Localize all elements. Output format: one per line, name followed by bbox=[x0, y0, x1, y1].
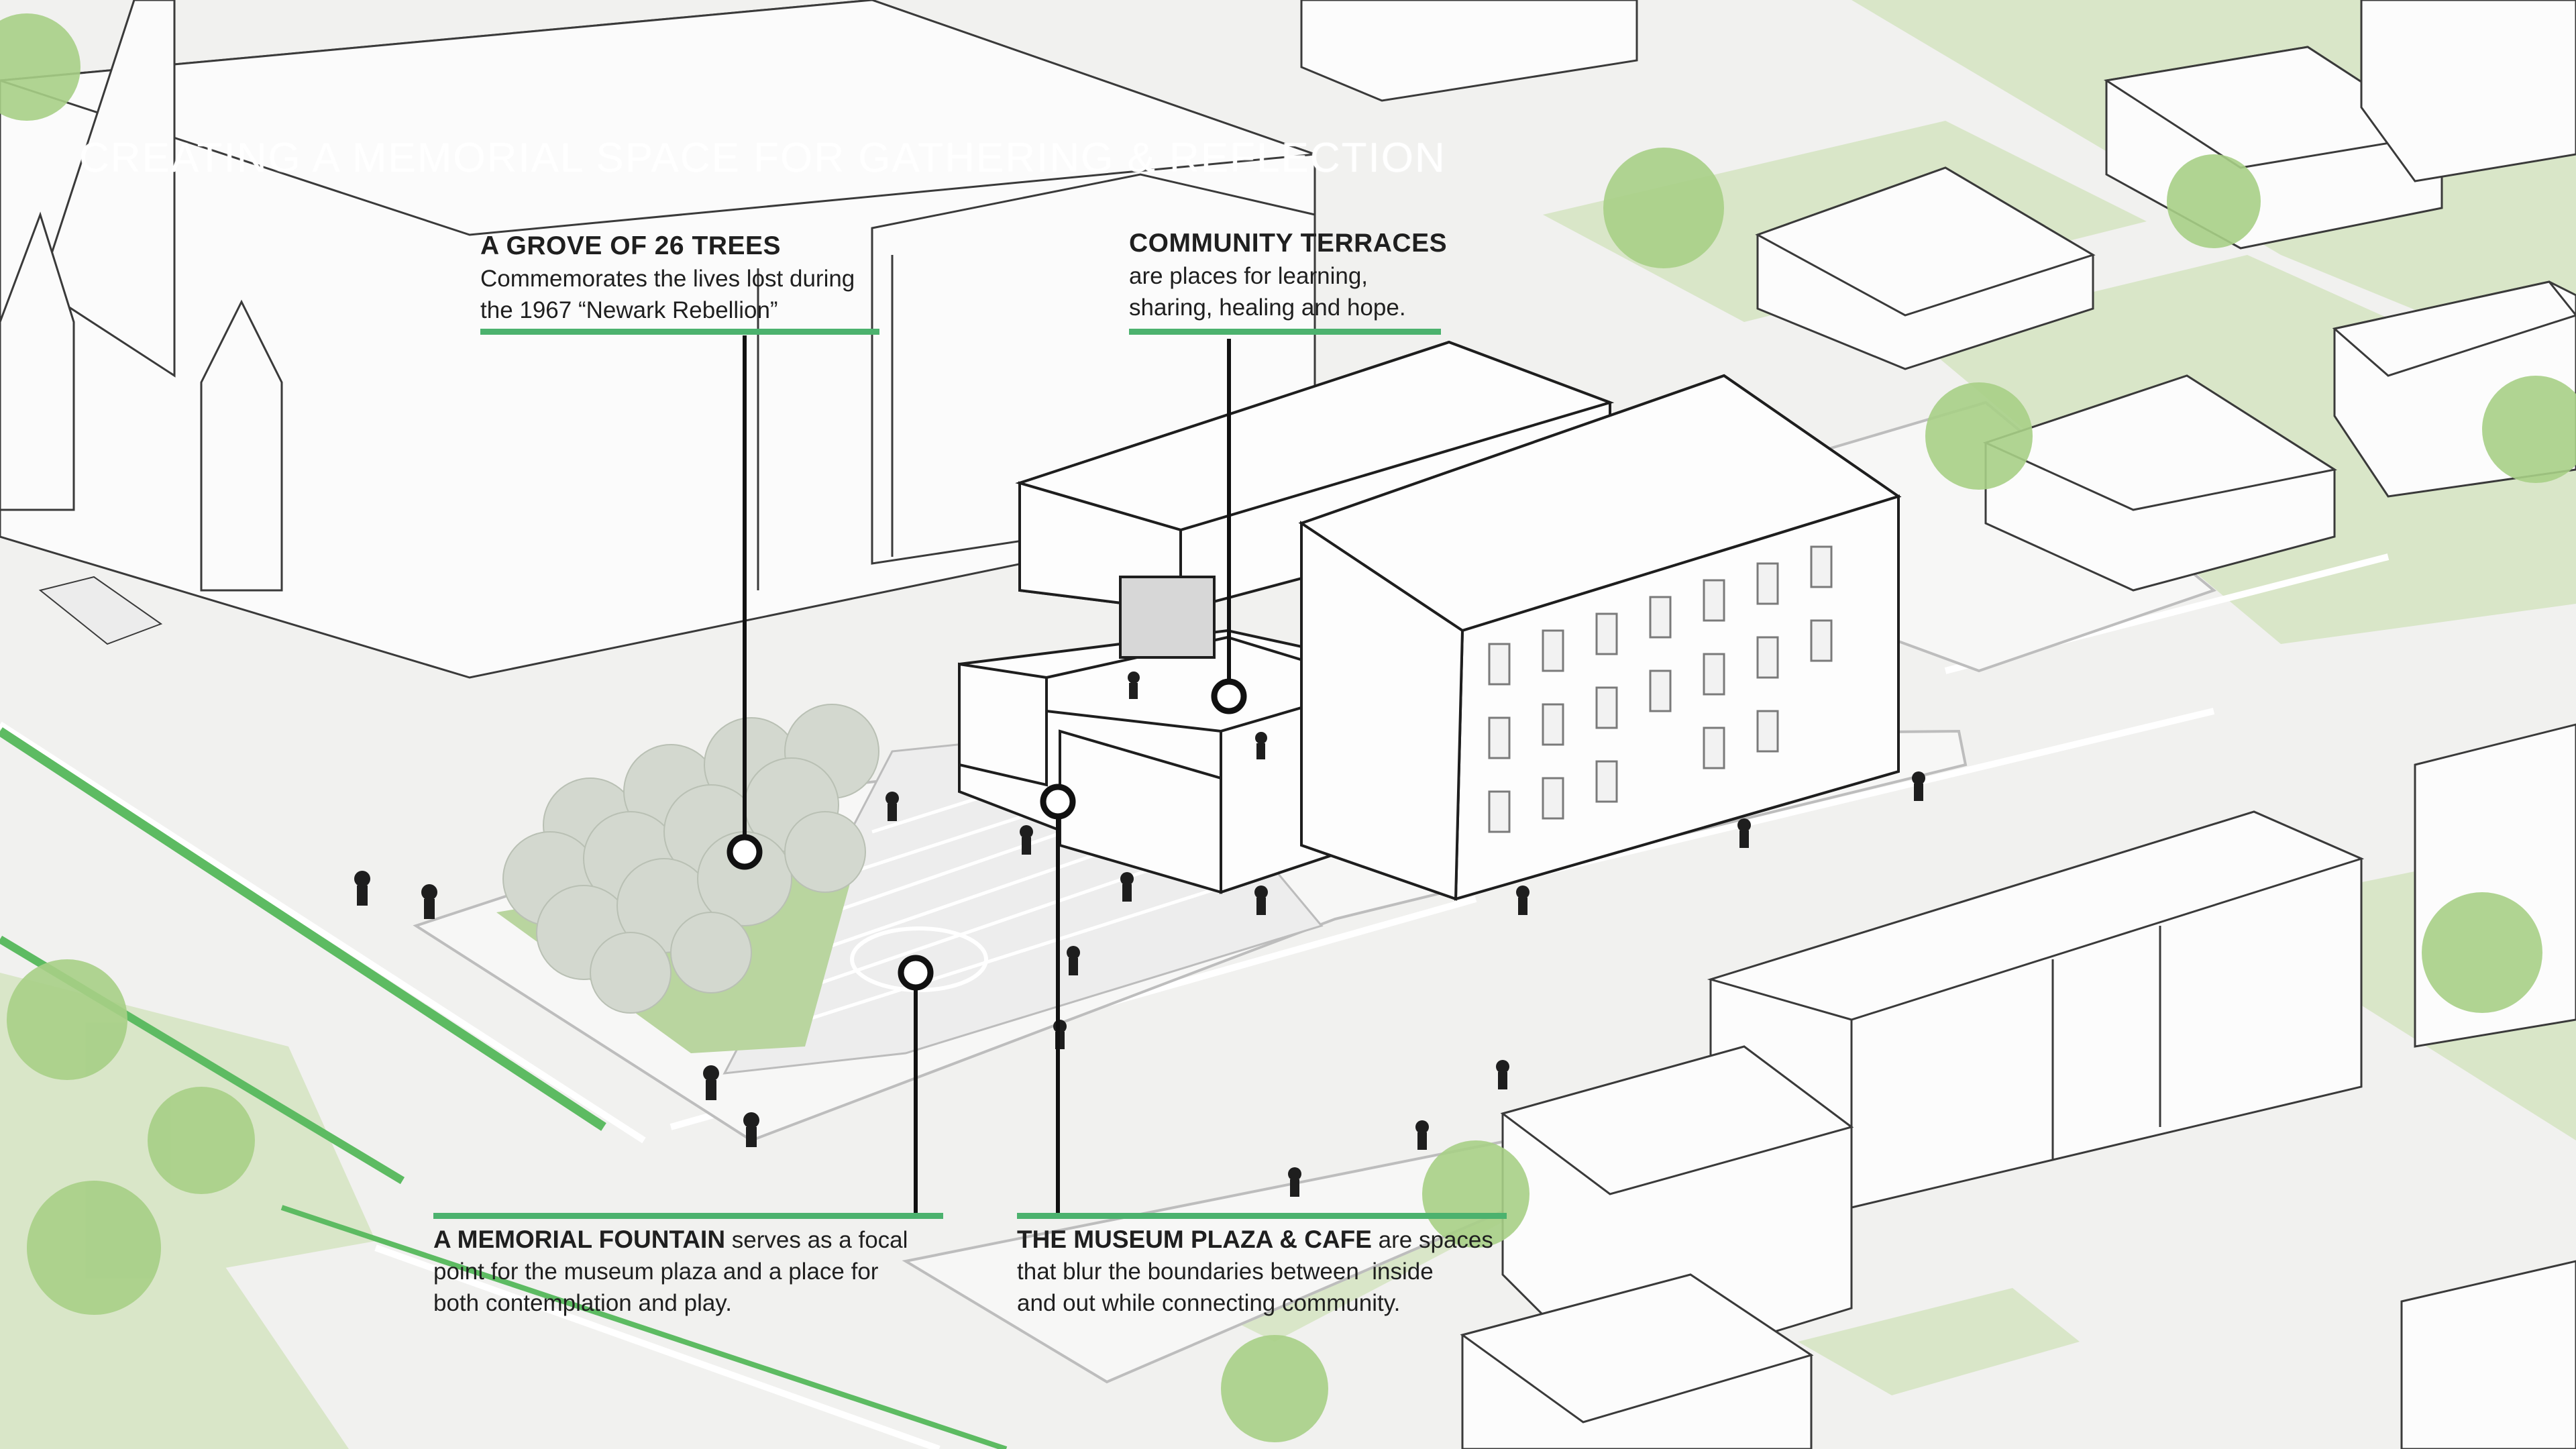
diagram-title: CREATING A MEMORIAL SPACE FOR GATHERING … bbox=[79, 135, 1446, 181]
grove-marker bbox=[727, 834, 763, 870]
callout-plaza-line2: that blur the boundaries between inside bbox=[1017, 1258, 1434, 1285]
church-steps bbox=[38, 576, 163, 645]
museum-addition bbox=[958, 340, 1615, 894]
callout-plaza-heading: THE MUSEUM PLAZA & CAFE bbox=[1017, 1226, 1372, 1253]
street-trees bbox=[0, 13, 2576, 1442]
callout-grove-rule bbox=[480, 329, 879, 335]
callout-plaza: THE MUSEUM PLAZA & CAFE are spaces that … bbox=[1017, 1224, 1493, 1319]
callout-grove: A GROVE OF 26 TREES Commemorates the liv… bbox=[480, 229, 855, 326]
plaza-marker bbox=[1040, 784, 1076, 820]
commercial-row bbox=[1460, 810, 2365, 1449]
callout-grove-line2: the 1967 “Newark Rebellion” bbox=[480, 297, 778, 323]
callout-fountain-line2: point for the museum plaza and a place f… bbox=[433, 1258, 879, 1285]
callout-fountain-rule bbox=[433, 1213, 943, 1219]
callout-terraces-line1: are places for learning, bbox=[1129, 263, 1368, 289]
callout-plaza-rule bbox=[1017, 1213, 1507, 1219]
callout-fountain-heading: A MEMORIAL FOUNTAIN bbox=[433, 1226, 726, 1253]
callout-terraces-line2: sharing, healing and hope. bbox=[1129, 294, 1406, 321]
callout-terraces: COMMUNITY TERRACES are places for learni… bbox=[1129, 227, 1447, 323]
callout-plaza-line1: THE MUSEUM PLAZA & CAFE are spaces bbox=[1017, 1224, 1493, 1256]
leader-lines bbox=[743, 335, 1231, 1214]
background-church bbox=[0, 0, 1316, 679]
people bbox=[354, 672, 1925, 1197]
callout-fountain-line1: A MEMORIAL FOUNTAIN serves as a focal bbox=[433, 1224, 908, 1256]
historic-building bbox=[1298, 374, 1902, 901]
tree-grove bbox=[502, 704, 879, 1014]
callout-terraces-rule bbox=[1129, 329, 1441, 335]
fountain-marker bbox=[898, 955, 934, 991]
callout-plaza-line3: and out while connecting community. bbox=[1017, 1290, 1401, 1316]
callout-grove-heading: A GROVE OF 26 TREES bbox=[480, 231, 781, 260]
callout-plaza-line1-text: are spaces bbox=[1371, 1227, 1493, 1253]
callout-fountain-line1-text: serves as a focal bbox=[725, 1227, 908, 1253]
callout-grove-line1: Commemorates the lives lost during bbox=[480, 266, 855, 292]
callout-fountain-line3: both contemplation and play. bbox=[433, 1290, 732, 1316]
callout-markers bbox=[727, 678, 1247, 991]
callout-terraces-heading: COMMUNITY TERRACES bbox=[1129, 229, 1448, 258]
terraces-marker bbox=[1211, 678, 1247, 714]
callout-fountain: A MEMORIAL FOUNTAIN serves as a focal po… bbox=[433, 1224, 908, 1319]
